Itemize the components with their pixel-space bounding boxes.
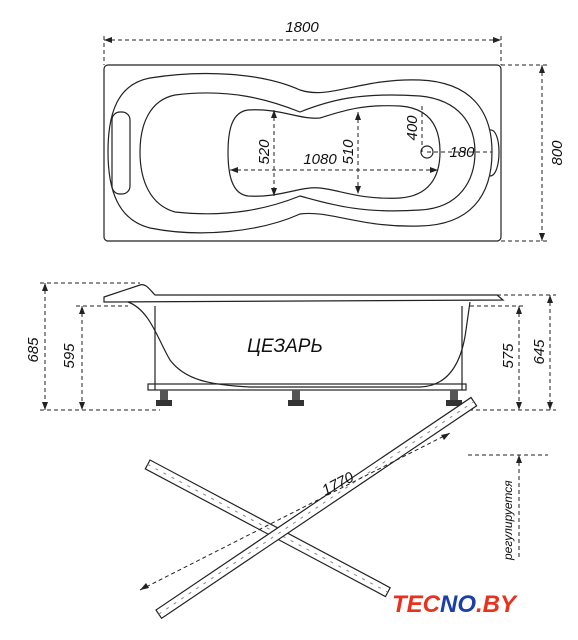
arrow-icon [271,110,277,118]
dim-inner-width-right-label: 510 [340,139,357,165]
arrow-icon [79,306,85,314]
logo-part-b: NO [440,591,476,618]
dim-width-label: 800 [549,140,566,166]
arrow-icon [42,283,48,291]
arrow-icon [539,233,545,241]
brand-logo: TECNO.BY [392,591,518,618]
dim-total-height-label: 685 [25,337,42,363]
foot-icon [446,390,462,406]
drain-icon [420,145,434,159]
dim-rim-height-left-label: 595 [61,343,78,369]
top-view-bottom-area [227,105,441,199]
frame-bar [155,396,478,620]
arrow-icon [79,402,85,410]
arrow-icon [355,112,361,120]
arrow-icon [516,455,522,463]
arrow-icon [516,402,522,410]
foot-icon [156,390,172,406]
top-view-outer-rim [103,64,502,242]
arrow-icon [271,188,277,196]
arrow-icon [516,306,522,314]
logo-part-c: .BY [476,591,518,618]
side-view-rim [103,284,505,303]
top-view-inner-contour [139,92,476,215]
frame-view: 1770 регулируется [139,396,548,620]
arrow-icon [441,433,450,440]
foot-icon [288,390,304,406]
top-view: 1800 800 1080 520 510 400 180 [103,19,566,242]
dim-length-label: 1800 [285,19,319,36]
dim-rim-height-right-label: 645 [531,339,548,365]
dim-inner-length-label: 1080 [303,151,337,168]
top-view-headrest [111,111,131,195]
dim-frame-height-label: 575 [500,343,517,369]
top-view-bowl-contour [107,72,493,234]
arrow-icon [493,37,501,43]
arrow-icon [539,65,545,73]
arrow-icon [230,167,238,173]
top-view-overflow [489,129,500,177]
dim-drain-y-label: 400 [404,115,421,141]
logo-text: TECNO.BY [392,591,518,618]
side-view-frame [147,383,467,391]
arrow-icon [140,583,149,590]
adjustable-note: регулируется [501,480,515,561]
arrow-icon [355,186,361,194]
dim-drain-x-label: 180 [449,144,475,161]
model-name: ЦЕЗАРЬ [247,336,323,357]
frame-bar [144,459,391,598]
arrow-icon [547,402,553,410]
dim-line-bar-length [139,432,451,591]
arrow-icon [547,295,553,303]
arrow-icon [42,402,48,410]
logo-part-a: TEC [392,591,441,618]
arrow-icon [430,167,438,173]
dim-inner-width-left-label: 520 [256,139,273,165]
side-view: ЦЕЗАРЬ 685 595 575 645 [25,282,556,411]
arrow-icon [104,37,112,43]
